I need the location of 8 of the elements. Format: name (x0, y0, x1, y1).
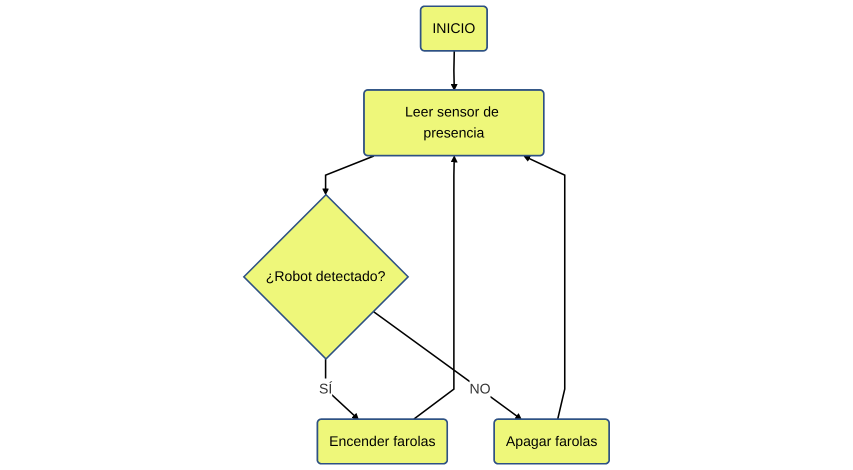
arrow (322, 155, 374, 195)
node-diamond: ¿Robot detectado? (242, 194, 410, 360)
edge-label: NO (470, 380, 491, 397)
arrow (372, 310, 522, 420)
edge-label: SÍ (318, 380, 332, 397)
arrow (412, 156, 458, 420)
arrow (450, 51, 458, 91)
arrow (523, 156, 566, 420)
